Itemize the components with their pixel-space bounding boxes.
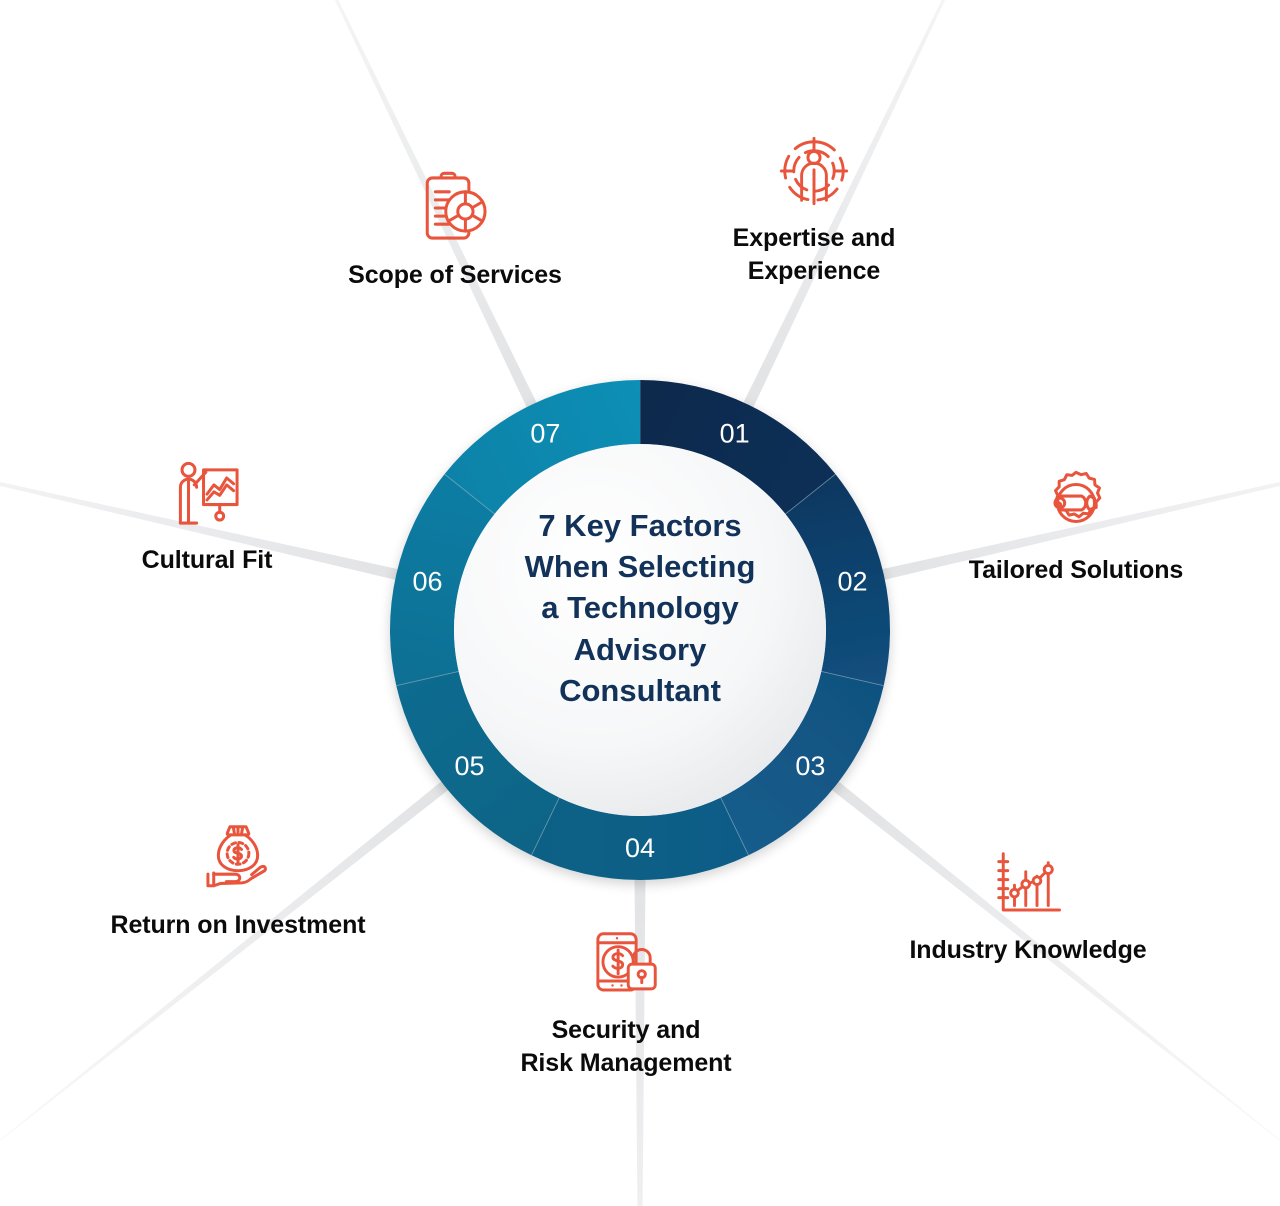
donut-segment-01[interactable] — [640, 380, 836, 515]
node-tailored-solutions[interactable]: Tailored Solutions — [926, 460, 1226, 587]
node-label: Expertise and Experience — [732, 224, 896, 285]
node-label: Cultural Fit — [141, 546, 273, 574]
node-label: Tailored Solutions — [968, 556, 1184, 584]
node-label: Industry Knowledge — [909, 936, 1147, 964]
segment-divider — [821, 670, 884, 687]
segment-divider — [396, 670, 459, 687]
spoke-05 — [0, 779, 452, 1141]
donut-segment-05[interactable] — [396, 671, 560, 856]
phone-lock-money-icon — [583, 920, 669, 1006]
segment-number-04: 04 — [625, 833, 655, 863]
segment-number-01: 01 — [720, 419, 750, 449]
donut-segment-07[interactable] — [444, 380, 640, 515]
hand-money-bag-icon — [195, 815, 281, 901]
segment-divider — [720, 797, 749, 856]
node-return-on-investment[interactable]: Return on Investment — [88, 815, 388, 942]
node-label: Return on Investment — [110, 911, 366, 939]
inner-disc — [454, 444, 826, 816]
person-target-icon — [771, 128, 857, 214]
spoke-01 — [741, 0, 946, 411]
segment-divider — [531, 797, 560, 856]
node-label: Scope of Services — [348, 261, 562, 289]
node-label: Security and Risk Management — [520, 1016, 732, 1077]
segment-number-05: 05 — [455, 751, 485, 781]
segment-number-02: 02 — [838, 566, 868, 596]
segment-number-03: 03 — [795, 751, 825, 781]
node-scope-of-services[interactable]: Scope of Services — [305, 165, 605, 292]
donut-segment-06[interactable] — [390, 474, 495, 686]
growth-chart-icon — [985, 840, 1071, 926]
segment-number-07: 07 — [530, 419, 560, 449]
inner-circle — [454, 444, 826, 816]
node-expertise-and-experience[interactable]: Expertise and Experience — [664, 128, 964, 288]
clipboard-pie-icon — [412, 165, 498, 251]
gear-wrench-icon — [1033, 460, 1119, 546]
segment-divider — [785, 473, 836, 515]
spoke-07 — [334, 0, 539, 411]
donut-segment-03[interactable] — [720, 671, 884, 856]
spoke-03 — [828, 779, 1280, 1141]
segment-numbers: 01 02 03 04 05 06 07 — [412, 419, 867, 863]
donut-segment-04[interactable] — [531, 797, 749, 880]
donut-segment-02[interactable] — [785, 474, 891, 686]
node-security-and-risk-management[interactable]: Security and Risk Management — [476, 920, 776, 1080]
ring-layer — [390, 380, 891, 880]
node-cultural-fit[interactable]: Cultural Fit — [57, 450, 357, 577]
presenter-chart-icon — [164, 450, 250, 536]
segment-number-06: 06 — [412, 566, 442, 596]
segment-divider — [444, 473, 495, 515]
node-industry-knowledge[interactable]: Industry Knowledge — [878, 840, 1178, 967]
spoke-02 — [878, 481, 1280, 581]
spoke-06 — [0, 481, 402, 581]
